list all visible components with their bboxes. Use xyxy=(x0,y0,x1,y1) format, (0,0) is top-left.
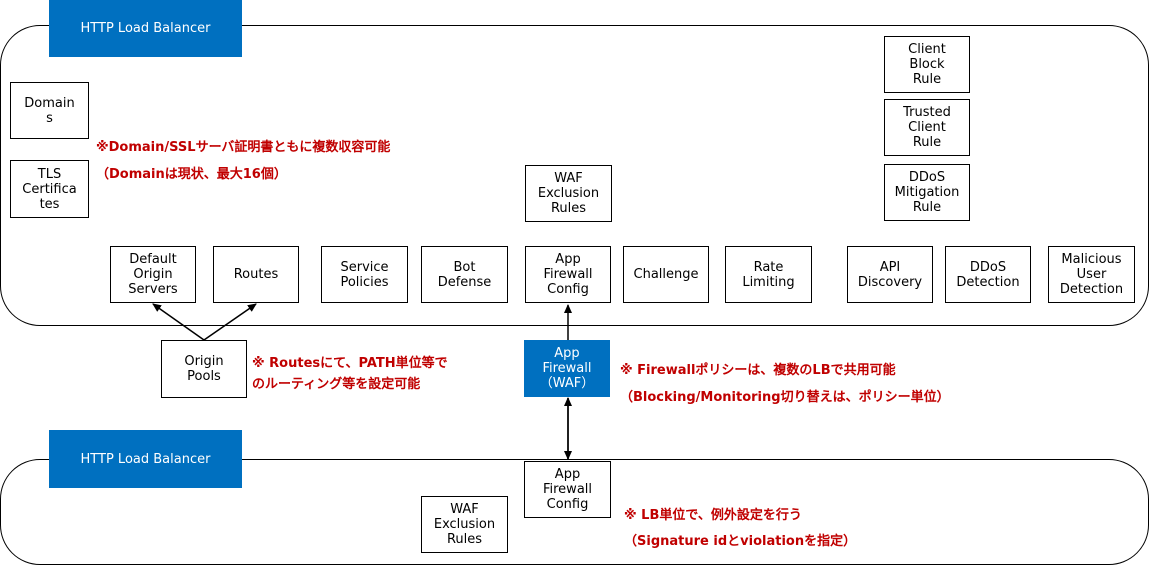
app-firewall-waf-box: App Firewall （WAF） xyxy=(524,340,610,397)
note-lb-line1: ※ LB単位で、例外設定を行う xyxy=(624,508,802,523)
trusted-client-rule-box: Trusted Client Rule xyxy=(884,99,970,156)
bot-defense-box: Bot Defense xyxy=(421,246,508,303)
note-firewall-line1: ※ Firewallポリシーは、複数のLBで共用可能 xyxy=(620,363,896,378)
ddos-mitigation-rule-box: DDoS Mitigation Rule xyxy=(884,164,970,221)
challenge-box: Challenge xyxy=(623,246,709,303)
app-firewall-config-bottom-box: App Firewall Config xyxy=(524,461,611,518)
domains-box: Domain s xyxy=(10,82,89,139)
api-discovery-box: API Discovery xyxy=(847,246,933,303)
ddos-detection-box: DDoS Detection xyxy=(945,246,1031,303)
note-firewall-line2: （Blocking/Monitoring切り替えは、ポリシー単位） xyxy=(620,390,950,405)
tls-certificates-box: TLS Certifica tes xyxy=(10,160,89,218)
note-routes-line1: ※ Routesにて、PATH単位等で xyxy=(252,356,448,371)
origin-pools-box: Origin Pools xyxy=(161,340,247,398)
note-domain-line2: （Domainは現状、最大16個） xyxy=(96,167,287,182)
default-origin-servers-box: Default Origin Servers xyxy=(110,246,196,303)
malicious-user-detection-box: Malicious User Detection xyxy=(1048,246,1135,303)
waf-exclusion-rules-top-box: WAF Exclusion Rules xyxy=(525,165,612,222)
top-lb-title: HTTP Load Balancer xyxy=(49,0,242,57)
waf-exclusion-rules-bottom-box: WAF Exclusion Rules xyxy=(421,496,508,553)
arrow-origin-pools-to-routes xyxy=(203,303,257,341)
rate-limiting-box: Rate Limiting xyxy=(725,246,812,303)
arrow-origin-pools-to-default-origin xyxy=(152,303,205,341)
service-policies-box: Service Policies xyxy=(321,246,408,303)
note-routes-line2: のルーティング等を設定可能 xyxy=(252,377,421,392)
app-firewall-config-top-box: App Firewall Config xyxy=(525,246,611,303)
bottom-lb-title: HTTP Load Balancer xyxy=(49,430,242,488)
note-lb-line2: （Signature idとviolationを指定） xyxy=(624,534,857,549)
client-block-rule-box: Client Block Rule xyxy=(884,36,970,93)
routes-box: Routes xyxy=(213,246,299,303)
note-domain-line1: ※Domain/SSLサーバ証明書ともに複数収容可能 xyxy=(96,140,391,155)
